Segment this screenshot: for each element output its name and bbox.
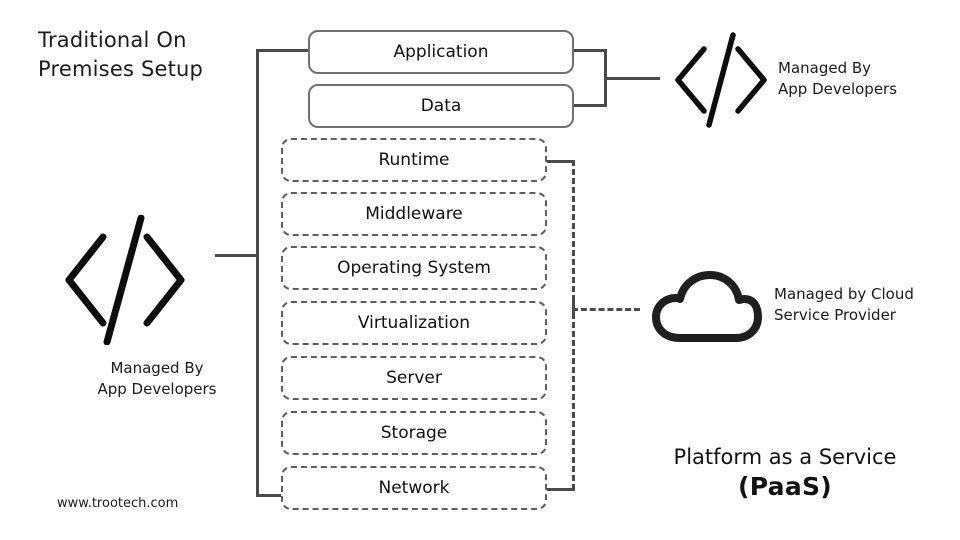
- stack-layer-server[interactable]: Server: [281, 356, 547, 400]
- right-top-bracket-stub: [604, 77, 660, 80]
- stack-layer-operating-system[interactable]: Operating System: [281, 246, 547, 290]
- stack-layer-network[interactable]: Network: [281, 466, 547, 510]
- stack-layer-application[interactable]: Application: [308, 30, 574, 74]
- right-cloud-bracket-stub: [572, 308, 640, 311]
- stack-layer-runtime[interactable]: Runtime: [281, 138, 547, 182]
- stack-layer-middleware[interactable]: Middleware: [281, 192, 547, 236]
- cloud-annotation-line-1: Managed by Cloud: [774, 285, 914, 303]
- right-cloud-bracket-top-arm: [544, 160, 575, 163]
- developer-annotation-line-1: Managed By: [778, 59, 872, 77]
- stack-layer-virtualization[interactable]: Virtualization: [281, 301, 547, 345]
- right-top-bracket-lower-arm: [571, 104, 607, 107]
- stack-layer-storage[interactable]: Storage: [281, 411, 547, 455]
- service-model-label: Platform as a Service (PaaS): [640, 443, 930, 503]
- right-cloud-bracket-bottom-arm: [544, 488, 575, 491]
- code-icon: [55, 215, 195, 345]
- right-top-bracket-upper-arm: [571, 49, 607, 52]
- stack-layer-label: Virtualization: [357, 313, 471, 333]
- page-title: Traditional On Premises Setup: [38, 26, 278, 84]
- stack-layer-data[interactable]: Data: [308, 84, 574, 128]
- page-title-line-2: Premises Setup: [38, 57, 204, 81]
- stack-layer-label: Middleware: [365, 204, 463, 224]
- developer-annotation-line-2: App Developers: [778, 80, 898, 98]
- right-cloud-bracket-stub-tick: [572, 300, 575, 317]
- stack-layer-label: Data: [420, 96, 462, 116]
- stack-layer-label: Network: [378, 478, 450, 498]
- stack-layer-label: Storage: [380, 423, 448, 443]
- right-cloud-bracket-vertical: [572, 160, 575, 490]
- left-bracket-vertical: [256, 49, 259, 497]
- developer-annotation-caption: Managed By App Developers: [778, 58, 953, 100]
- left-annotation-line-2: App Developers: [97, 380, 217, 398]
- stack-layer-label: Runtime: [378, 150, 450, 170]
- watermark: www.trootech.com: [57, 496, 179, 511]
- page-title-line-1: Traditional On: [38, 28, 187, 52]
- stack-layer-label: Application: [393, 42, 489, 62]
- cloud-icon: [650, 270, 762, 348]
- cloud-annotation-caption: Managed by Cloud Service Provider: [774, 284, 954, 326]
- left-annotation-caption: Managed By App Developers: [62, 358, 252, 400]
- cloud-annotation-line-2: Service Provider: [774, 306, 896, 324]
- left-annotation-line-1: Managed By: [110, 359, 204, 377]
- code-icon: [668, 32, 774, 128]
- stack-layer-label: Server: [386, 368, 442, 388]
- left-bracket-top-arm: [256, 49, 312, 52]
- service-model-name: Platform as a Service: [673, 445, 897, 469]
- left-bracket-bottom-arm: [256, 494, 290, 497]
- left-bracket-stub: [215, 254, 259, 257]
- service-model-abbreviation: (PaaS): [737, 472, 833, 501]
- stack-layer-label: Operating System: [337, 258, 491, 278]
